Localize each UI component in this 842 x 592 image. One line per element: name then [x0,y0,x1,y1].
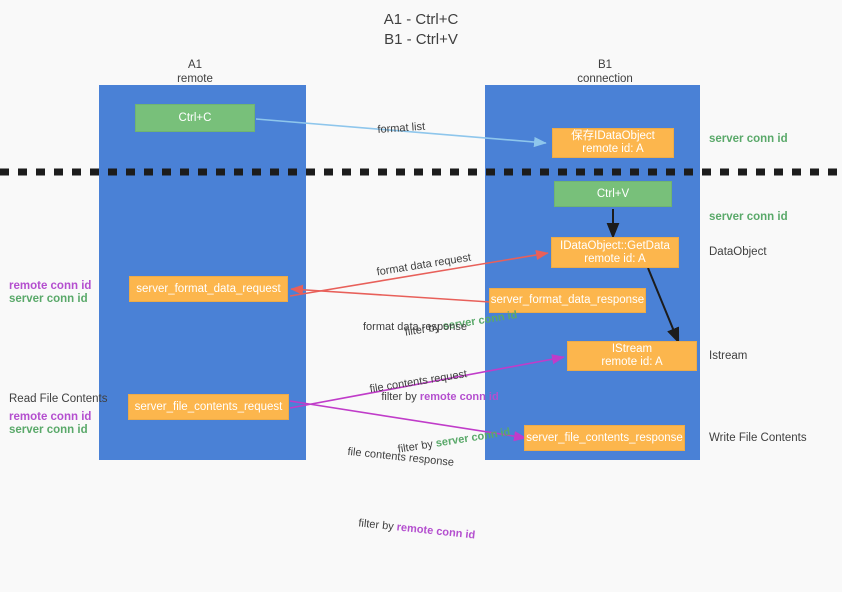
node-server-file-contents-response[interactable]: server_file_contents_response [524,425,685,451]
edge-label-format-data-response: format data response filter by remote co… [363,284,499,454]
column-header-a1: A1 remote [177,59,213,85]
node-server-format-data-request[interactable]: server_format_data_request [129,276,288,302]
label-dataobject: DataObject [709,246,767,258]
edge-label-file-contents-response-filter: filter by remote conn id [338,500,477,556]
node-server-format-data-response[interactable]: server_format_data_response [489,288,646,313]
node-istream[interactable]: IStream remote id: A [567,341,697,371]
column-header-b1: B1 connection [577,59,633,85]
label-remote-conn-id-2: remote conn id [9,411,92,423]
edge-label-file-contents-response: file contents response filter by remote … [334,409,487,592]
edge-label-format-data-response-text: format data response [363,321,467,333]
edge-label-file-contents-response-text: file contents response [346,445,455,469]
edge-label-file-contents-request-text: file contents request [368,368,468,396]
node-server-file-contents-request[interactable]: server_file_contents_request [128,394,289,420]
label-read-file-contents: Read File Contents [9,393,108,405]
label-server-conn-id-mid: server conn id [709,211,788,223]
filter-prefix: filter by [381,391,420,403]
node-ctrl-c[interactable]: Ctrl+C [135,104,255,132]
edge-label-format-data-response-filter: filter by remote conn id [363,376,499,418]
label-write-file-contents: Write File Contents [709,432,807,444]
filter-value: remote conn id [396,521,476,542]
filter-prefix: filter by [357,517,398,534]
label-server-conn-id-2: server conn id [9,424,88,436]
node-ctrl-v[interactable]: Ctrl+V [554,181,672,207]
label-remote-conn-id-1: remote conn id [9,280,92,292]
label-server-conn-id-1: server conn id [9,293,88,305]
node-save-idataobject[interactable]: 保存IDataObject remote id: A [552,128,674,158]
node-idataobject-getdata[interactable]: IDataObject::GetData remote id: A [551,237,679,268]
label-istream: Istream [709,350,748,362]
edge-label-format-data-request-text: format data request [375,251,472,279]
filter-value: remote conn id [419,391,499,403]
label-server-conn-id-top: server conn id [709,133,788,145]
diagram-canvas: A1 - Ctrl+C B1 - Ctrl+V A1 remote B1 con… [0,11,842,542]
edge-label-format-list: format list [377,120,426,136]
diagram-title: A1 - Ctrl+C B1 - Ctrl+V [383,11,459,48]
